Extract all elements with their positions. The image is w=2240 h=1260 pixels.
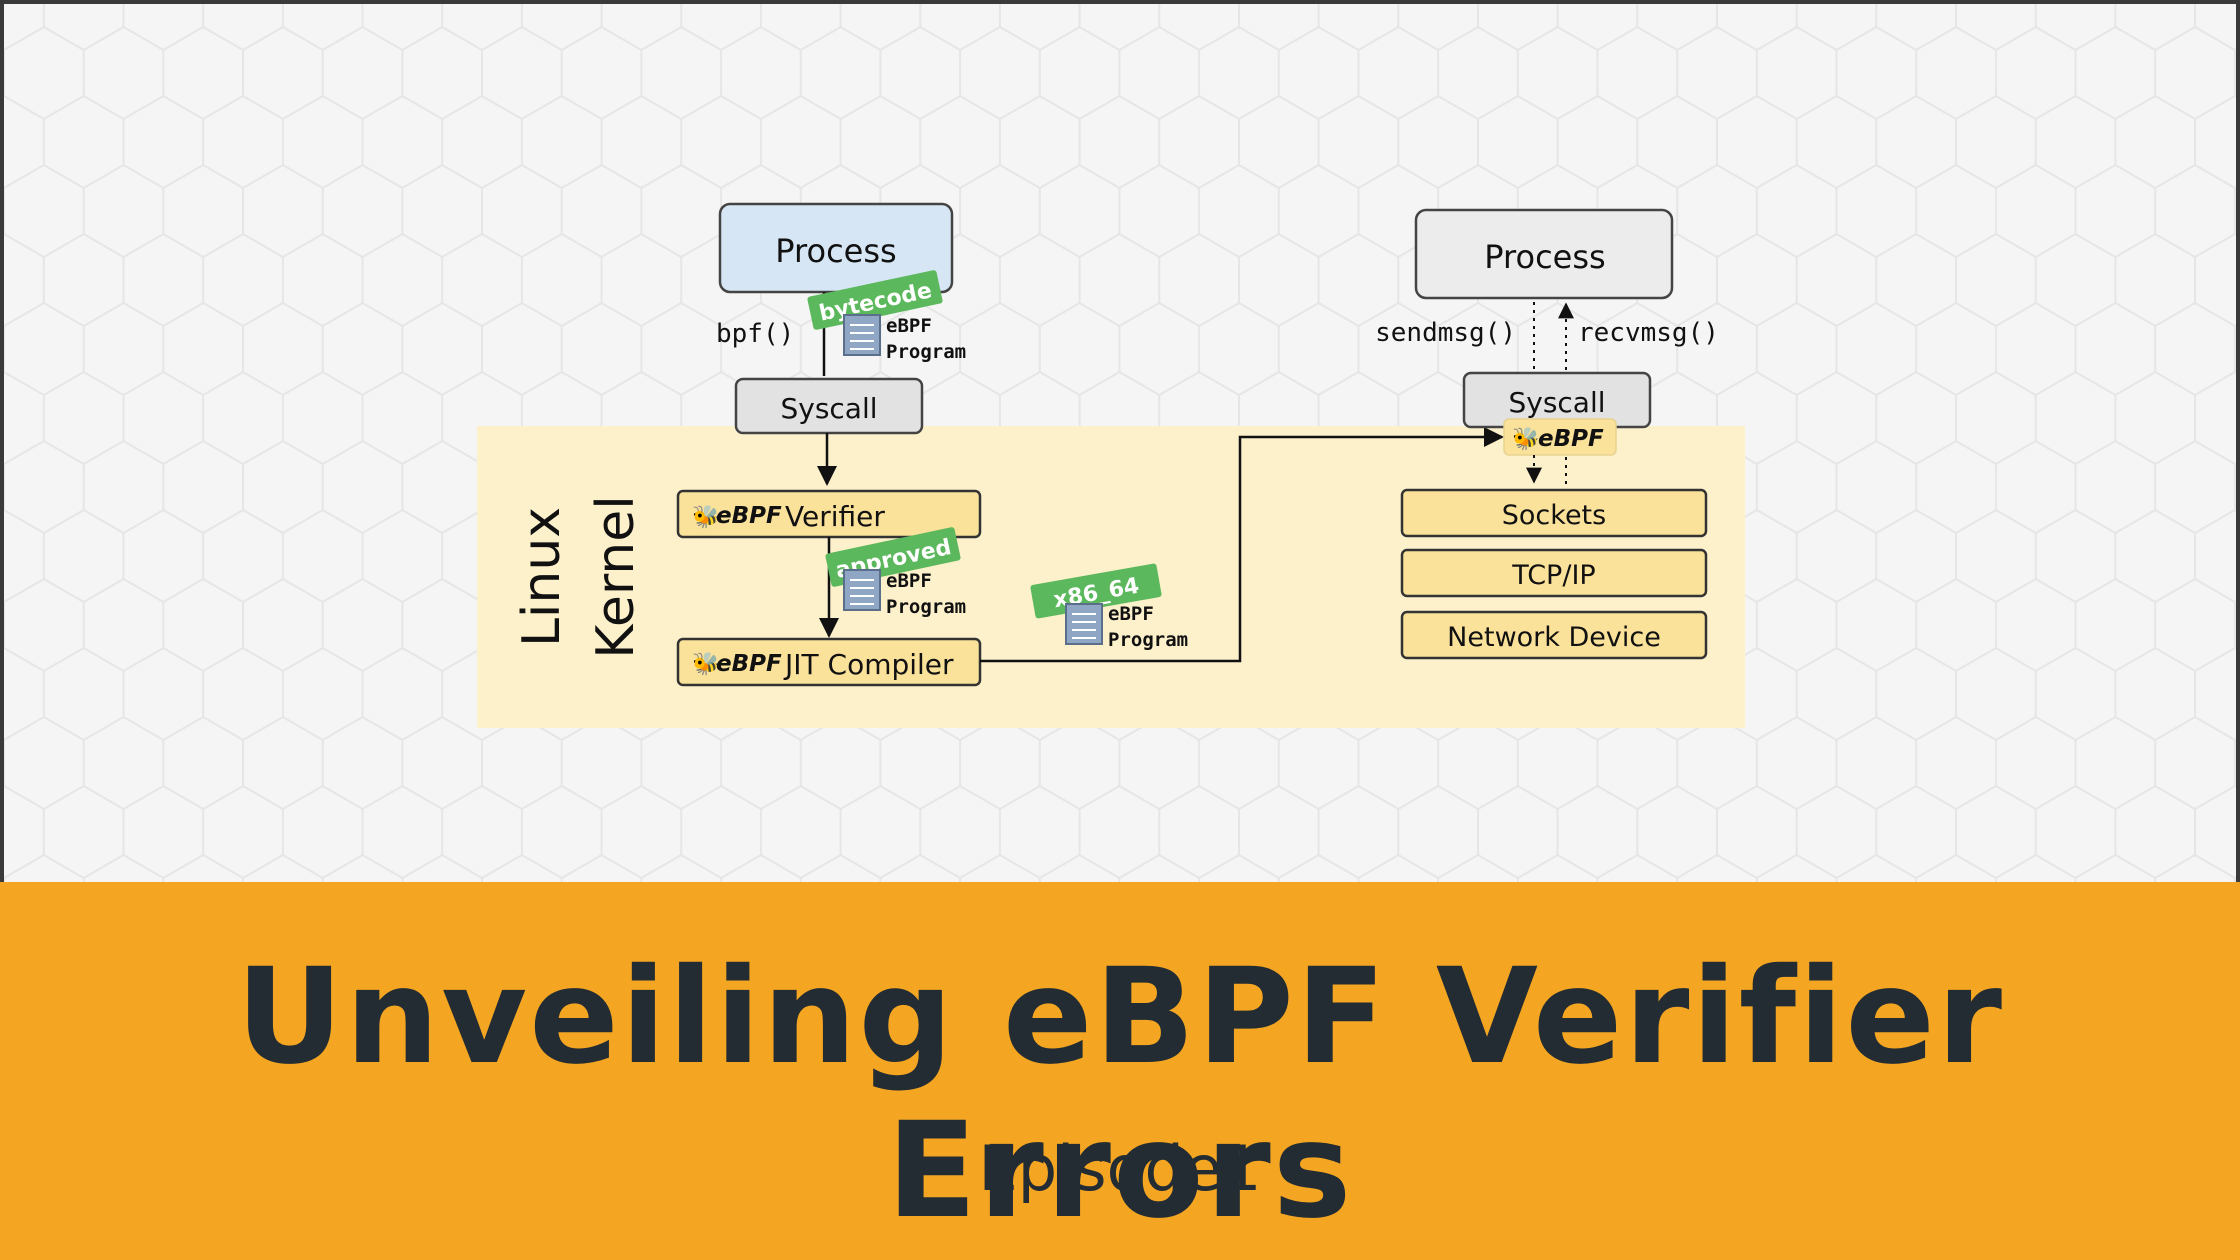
sockets-label: Sockets [1502,500,1606,531]
verifier-label: Verifier [785,500,885,533]
program-label-2-line1: eBPF [886,570,932,592]
program-label-3-line1: eBPF [1108,603,1154,625]
bee-icon: 🐝 [692,504,719,530]
bpf-call-label: bpf() [716,319,794,349]
right-process-box [1414,208,1674,300]
bee-icon: 🐝 [692,651,719,677]
video-title: Unveiling eBPF Verifier Errors [236,940,2004,1248]
document-icon [1065,603,1103,645]
program-label-1-line2: Program [886,341,966,363]
right-syscall-label: Syscall [1508,386,1605,419]
document-icon [843,569,881,611]
title-banner: Unveiling eBPF Verifier Errors Episode1 [0,882,2240,1260]
network-device-label: Network Device [1447,622,1661,653]
program-label-2-line2: Program [886,596,966,618]
diagram-panel: Linux Kernel Process bpf() bytecode eBPF… [0,0,2240,882]
program-label-1-line1: eBPF [886,315,932,337]
verifier-ebpf-badge: eBPF [716,503,782,529]
jit-compiler-label: JIT Compiler [783,648,954,681]
network-device-box [1400,610,1708,660]
sendmsg-label: sendmsg() [1375,318,1516,348]
ebpf-hook-badge [1503,418,1617,456]
kernel-label-kernel: Kernel [586,495,646,658]
tcpip-box [1400,548,1708,598]
left-process-label: Process [775,232,896,270]
document-icon [843,314,881,356]
jit-ebpf-badge: eBPF [716,651,782,677]
right-process-label: Process [1484,238,1605,276]
ebpf-architecture-diagram: Linux Kernel Process bpf() bytecode eBPF… [477,202,1745,728]
left-syscall-box [734,377,924,435]
bee-icon: 🐝 [1512,426,1539,452]
episode-subtitle: Episode1 [978,1132,1262,1205]
jit-to-ebpf-hook-arrow [980,427,1504,663]
program-label-3-line2: Program [1108,629,1188,651]
sockets-box [1400,488,1708,538]
tcpip-label: TCP/IP [1511,560,1595,591]
left-syscall-label: Syscall [780,392,877,425]
hook-ebpf-text: eBPF [1538,426,1604,452]
kernel-label-linux: Linux [512,507,572,647]
recvmsg-label: recvmsg() [1578,318,1719,348]
